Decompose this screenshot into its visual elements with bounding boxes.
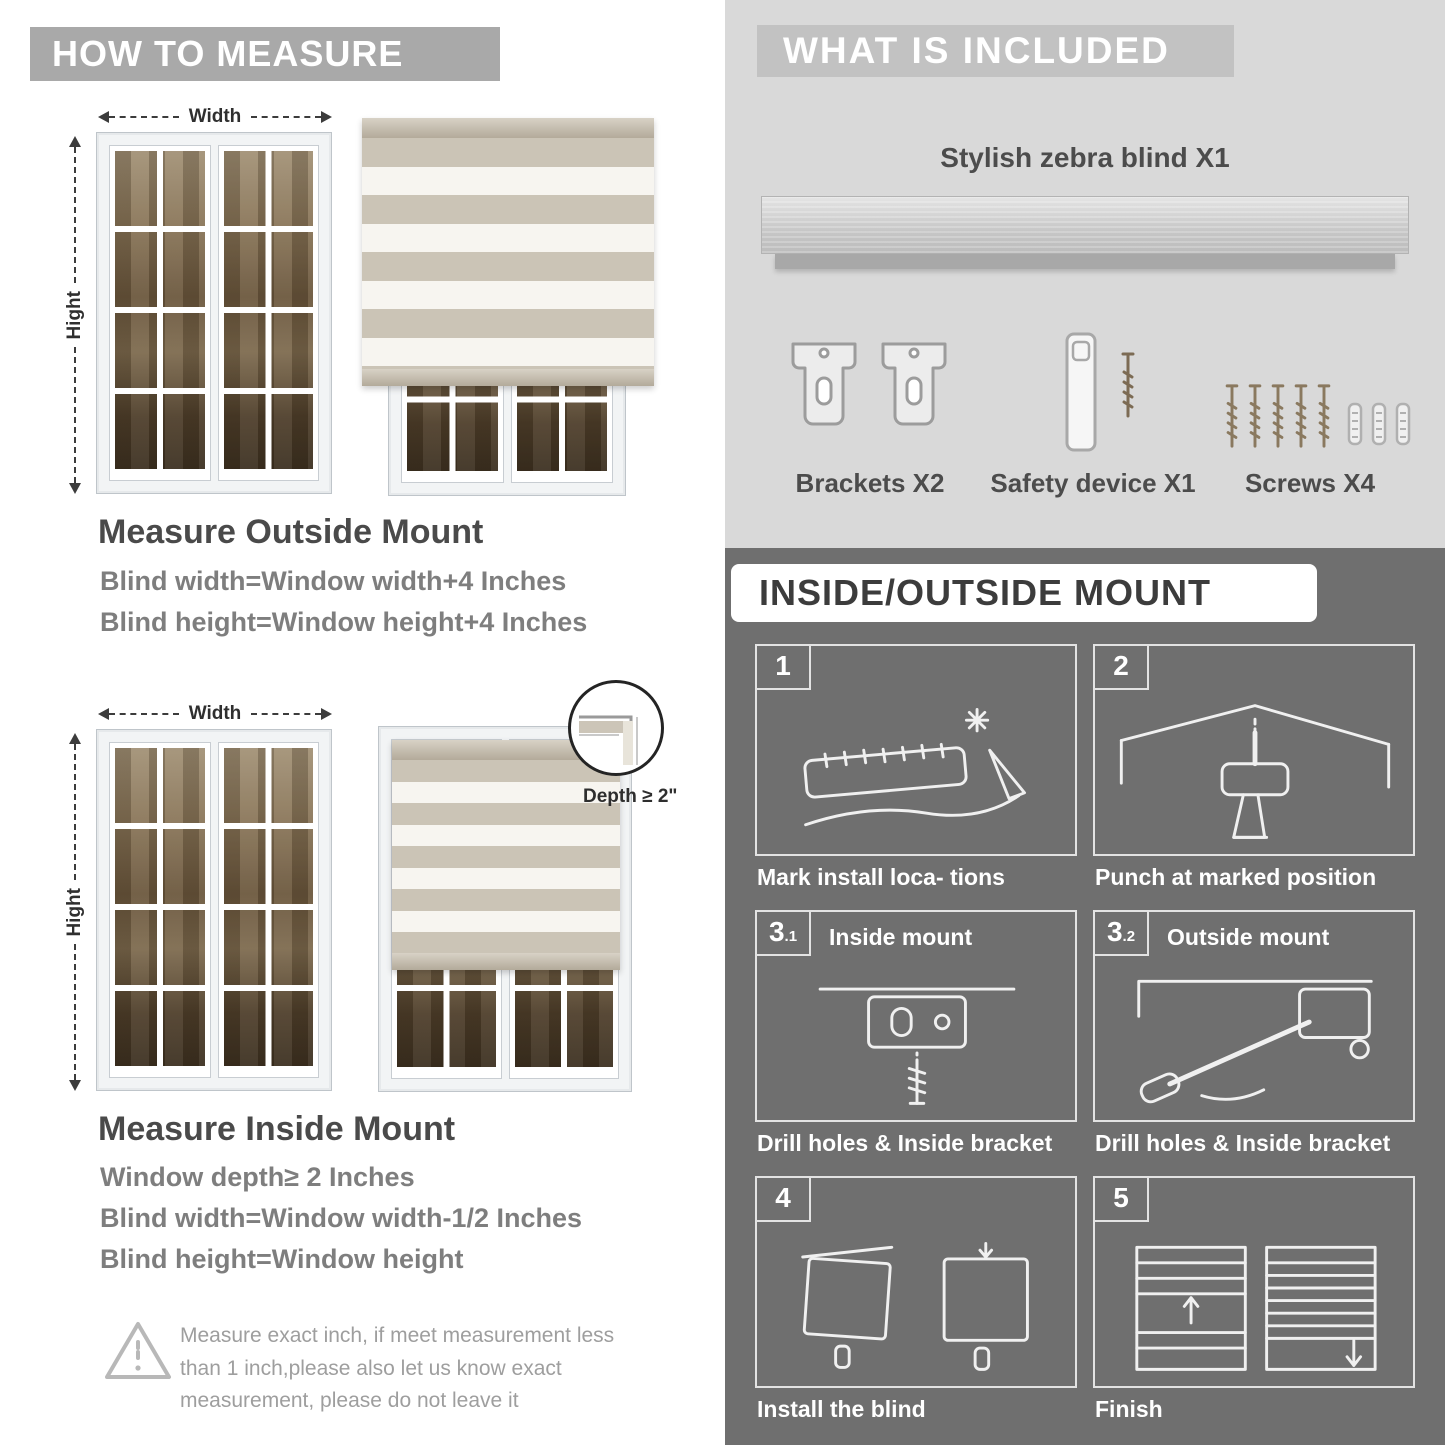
zebra-blind-headrail-illustration (761, 196, 1409, 254)
step-number-badge: 5 (1093, 1176, 1149, 1222)
height-label: Hight (64, 887, 85, 937)
step-panel-3-2: 3.2 Outside mount (1093, 910, 1415, 1122)
headrail-lip (775, 254, 1395, 269)
step-panel-5: 5 (1093, 1176, 1415, 1388)
step4-install-illustration (801, 1241, 1029, 1371)
zebra-blind-outside-mount (362, 118, 654, 386)
step3-2-caption: Drill holes & Inside bracket (1095, 1130, 1391, 1156)
inside-mount-title: Measure Inside Mount (98, 1110, 456, 1148)
warning-icon (105, 1322, 171, 1379)
mount-instructions-section: INSIDE/OUTSIDE MOUNT 1 Mark install loca… (725, 548, 1445, 1445)
inside-mount-demo (378, 726, 632, 1092)
step3-1-caption: Drill holes & Inside bracket (757, 1130, 1053, 1156)
blind-headrail (362, 118, 654, 138)
step-number-badge: 3.1 (755, 910, 811, 956)
window-illustration-outside (96, 132, 332, 494)
screw-icon (1225, 384, 1239, 448)
arrow-up-icon (69, 136, 81, 147)
step3-2-outside-bracket-illustration (1137, 979, 1373, 1104)
step1-caption: Mark install loca- tions (757, 864, 1005, 890)
blind-stripes (362, 138, 654, 369)
step-number-badge: 3.2 (1093, 910, 1149, 956)
step2-caption: Punch at marked position (1095, 864, 1377, 890)
blind-stripes (392, 760, 620, 953)
step4-caption: Install the blind (757, 1396, 926, 1422)
width-label: Width (188, 106, 242, 127)
window-illustration-inside (96, 729, 332, 1091)
bracket-icon (791, 342, 857, 426)
step-number-badge: 4 (755, 1176, 811, 1222)
zebra-blind-inside-mount (392, 740, 620, 970)
height-label: Hight (64, 290, 85, 340)
how-to-measure-header: HOW TO MEASURE (30, 27, 500, 81)
window-panes (115, 151, 205, 475)
wall-anchor-icon (1371, 402, 1387, 446)
outside-mount-demo (362, 118, 654, 496)
step3-1-title: Inside mount (829, 924, 973, 950)
safety-device-icon (1065, 332, 1097, 452)
arrow-down-icon (69, 483, 81, 495)
inside-formula-depth: Window depth≥ 2 Inches (100, 1162, 415, 1192)
width-arrow: Width (98, 703, 332, 725)
inside-formula-width: Blind width=Window width-1/2 Inches (100, 1203, 583, 1233)
step-panel-2: 2 (1093, 644, 1415, 856)
height-arrow: Hight (64, 733, 86, 1092)
step2-drill-illustration (1119, 704, 1391, 839)
screw-icon (1121, 352, 1135, 418)
screw-icon (1294, 384, 1308, 448)
outside-formula-width: Blind width=Window width+4 Inches (100, 566, 567, 596)
arrow-left-icon (98, 708, 109, 720)
screws-label: Screws X4 (1244, 468, 1376, 498)
width-arrow: Width (98, 106, 332, 128)
mount-section-header: INSIDE/OUTSIDE MOUNT (731, 564, 1317, 622)
arrow-right-icon (321, 708, 332, 720)
arrow-right-icon (321, 111, 332, 123)
screw-icon (1248, 384, 1262, 448)
step5-caption: Finish (1095, 1396, 1163, 1422)
blind-headrail (392, 740, 620, 760)
window-panes (223, 151, 313, 475)
bracket-icon (881, 342, 947, 426)
step3-1-inside-bracket-illustration (818, 987, 1016, 1105)
screw-icon (1317, 384, 1331, 448)
step-number-badge: 2 (1093, 644, 1149, 690)
outside-mount-title: Measure Outside Mount (98, 513, 484, 551)
width-label: Width (188, 703, 242, 724)
arrow-left-icon (98, 111, 109, 123)
depth-label: Depth ≥ 2" (583, 786, 678, 807)
brackets-label: Brackets X2 (795, 468, 945, 498)
step-panel-4: 4 (755, 1176, 1077, 1388)
arrow-up-icon (69, 733, 81, 744)
screw-icon (1271, 384, 1285, 448)
height-arrow: Hight (64, 136, 86, 495)
step3-2-title: Outside mount (1167, 924, 1330, 950)
wall-anchor-icon (1395, 402, 1411, 446)
arrow-down-icon (69, 1080, 81, 1092)
step5-finish-illustration (1135, 1245, 1377, 1371)
inside-formula-height: Blind height=Window height (100, 1244, 464, 1274)
blind-item-label: Stylish zebra blind X1 (940, 142, 1230, 173)
wall-anchor-icon (1347, 402, 1363, 446)
step-panel-3-1: 3.1 Inside mount (755, 910, 1077, 1122)
depth-detail-circle (568, 680, 664, 776)
what-is-included-header: WHAT IS INCLUDED (757, 25, 1234, 77)
step-number-badge: 1 (755, 644, 811, 690)
measurement-warning-text: Measure exact inch, if meet measurement … (180, 1324, 615, 1413)
step1-mark-illustration (803, 708, 1026, 827)
window-corner-detail (579, 715, 638, 765)
what-is-included-section: WHAT IS INCLUDED Stylish zebra blind X1 (725, 0, 1445, 548)
outside-formula-height: Blind height=Window height+4 Inches (100, 607, 588, 637)
blind-bottomrail (362, 369, 654, 386)
safety-device-label: Safety device X1 (990, 468, 1196, 498)
blind-bottomrail (392, 953, 620, 970)
step-panel-1: 1 (755, 644, 1077, 856)
